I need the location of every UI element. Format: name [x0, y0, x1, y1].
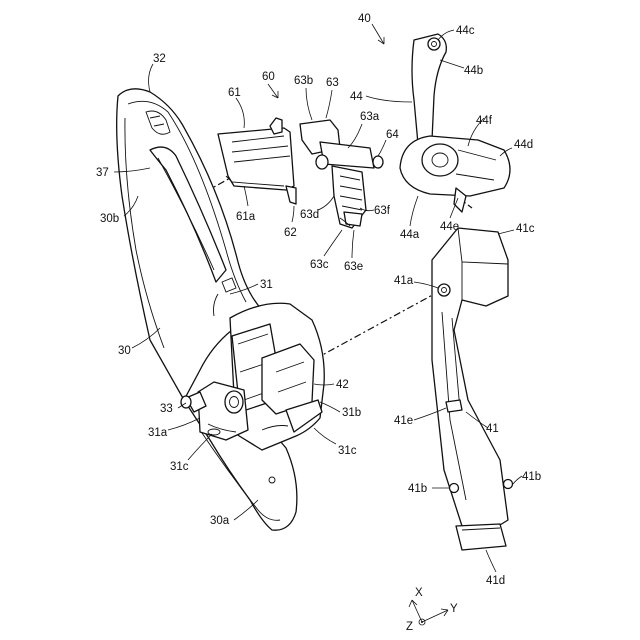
arrow-40	[372, 24, 384, 44]
label-30: 30	[118, 345, 131, 357]
label-44d: 44d	[514, 139, 533, 151]
label-30b: 30b	[100, 213, 119, 225]
label-44e: 44e	[440, 221, 459, 233]
cover-61	[218, 118, 296, 204]
label-61a: 61a	[236, 211, 256, 223]
label-41: 41	[486, 423, 499, 435]
label-44b: 44b	[464, 65, 483, 77]
label-63a: 63a	[360, 111, 380, 123]
label-40: 40	[358, 13, 371, 25]
label-33: 33	[160, 403, 173, 415]
label-41a: 41a	[394, 275, 414, 287]
label-63f: 63f	[374, 205, 391, 217]
label-37: 37	[96, 167, 109, 179]
label-41b-left: 41b	[408, 483, 427, 495]
pin-33	[181, 396, 191, 408]
axis-x-label: X	[415, 587, 423, 599]
label-63d: 63d	[300, 209, 319, 221]
label-31c-right: 31c	[338, 445, 357, 457]
label-44a: 44a	[400, 229, 420, 241]
label-41b-right: 41b	[522, 471, 541, 483]
label-32: 32	[153, 53, 166, 65]
tab-62	[286, 186, 296, 204]
label-63e: 63e	[344, 261, 363, 273]
label-61: 61	[228, 87, 241, 99]
pin-64	[373, 156, 383, 168]
label-31: 31	[260, 279, 273, 291]
label-41d: 41d	[486, 575, 505, 587]
label-63b: 63b	[294, 75, 313, 87]
label-63: 63	[326, 77, 339, 89]
label-30a: 30a	[210, 515, 230, 527]
label-31c-left: 31c	[170, 461, 189, 473]
axis-y-label: Y	[450, 603, 458, 615]
label-62: 62	[284, 227, 297, 239]
label-64: 64	[386, 129, 399, 141]
label-44c: 44c	[456, 25, 475, 37]
label-31a: 31a	[148, 427, 168, 439]
axis-z-label: Z	[406, 621, 413, 633]
label-44f: 44f	[476, 115, 493, 127]
label-41e: 41e	[394, 415, 413, 427]
link-44	[400, 34, 510, 212]
label-42: 42	[336, 379, 349, 391]
label-60: 60	[262, 71, 275, 83]
arm-41	[432, 228, 513, 550]
label-44: 44	[350, 91, 363, 103]
label-63c: 63c	[310, 259, 329, 271]
label-31b: 31b	[342, 407, 361, 419]
coordinate-triad	[409, 600, 448, 625]
label-41c: 41c	[516, 223, 535, 235]
